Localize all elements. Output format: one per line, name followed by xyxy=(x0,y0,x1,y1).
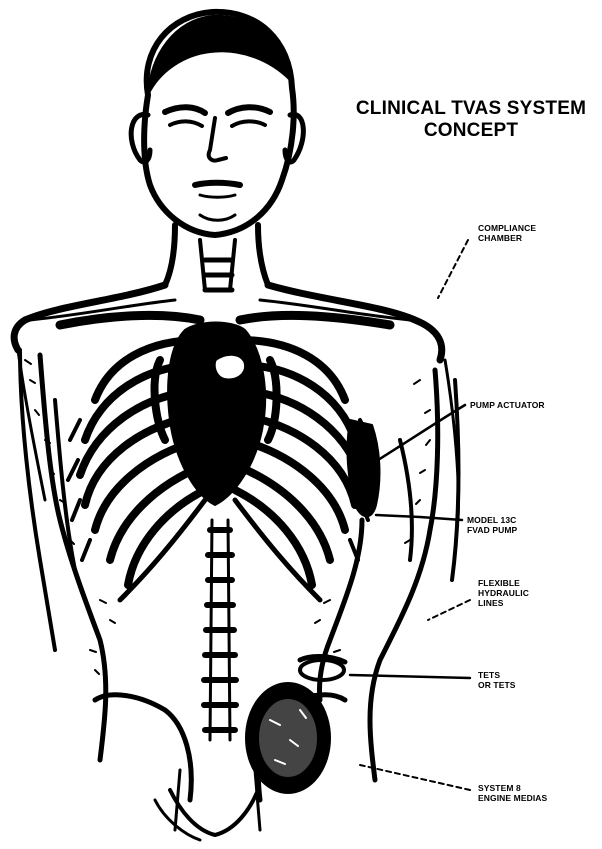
head xyxy=(131,12,303,235)
spine xyxy=(204,520,236,740)
diagram-title: CLINICAL TVAS SYSTEM CONCEPT xyxy=(340,98,602,142)
title-line-2: CONCEPT xyxy=(340,120,602,142)
label-compliance-chamber: COMPLIANCE CHAMBER xyxy=(478,223,536,243)
label-flexible-lines: FLEXIBLE HYDRAULIC LINES xyxy=(478,578,529,608)
label-tets: TETS OR TETS xyxy=(478,670,516,690)
label-system-engine: SYSTEM 8 ENGINE MEDIAS xyxy=(478,783,547,803)
title-line-1: CLINICAL TVAS SYSTEM xyxy=(340,98,602,120)
label-pump-actuator: PUMP ACTUATOR xyxy=(470,400,545,410)
label-model-pump: MODEL 13C FVAD PUMP xyxy=(467,515,517,535)
